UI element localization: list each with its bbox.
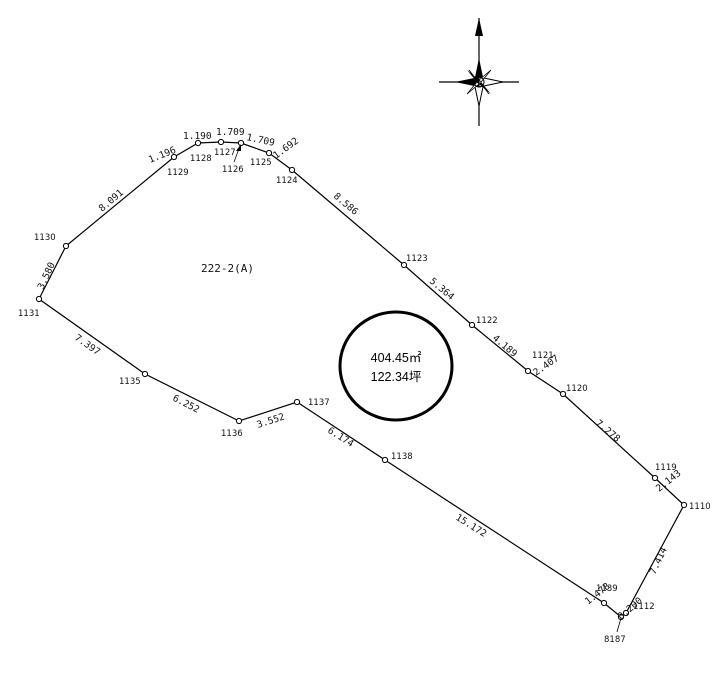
area-tsubo: 122.34坪 [371, 370, 422, 384]
point-8187-marker [617, 613, 625, 621]
point-label-1124: 1124 [276, 176, 298, 186]
point-1112-marker [622, 609, 630, 617]
point-1125-marker [265, 149, 273, 157]
length-1120-1119: 7.278 [593, 418, 622, 445]
length-1128-1127: 1.190 [183, 131, 212, 142]
point-label-1137: 1137 [308, 398, 330, 408]
point-label-1127: 1127 [214, 148, 236, 158]
length-1131-1130: 3.580 [36, 260, 58, 291]
point-1131-marker [35, 295, 43, 303]
point-label-1129: 1129 [167, 168, 189, 178]
point-label-1110: 1110 [689, 502, 711, 512]
point-label-1135: 1135 [119, 377, 141, 387]
length-1124-1123: 8.586 [331, 191, 360, 218]
point-1110-marker [680, 501, 688, 509]
point-label-1136: 1136 [221, 429, 243, 439]
point-label-1121: 1121 [532, 351, 554, 361]
point-label-1112: 1112 [633, 602, 655, 612]
point-1124-marker [288, 166, 296, 174]
parcel-id-label: 222-2(A) [201, 262, 254, 275]
point-1127-marker [217, 138, 225, 146]
area-circle [338, 310, 454, 422]
point-label-1126: 1126 [222, 165, 244, 175]
parcel-boundary [38, 141, 685, 618]
point-label-1139: 1139 [596, 584, 618, 594]
point-label-1130: 1130 [34, 233, 56, 243]
point-1120-marker [559, 390, 567, 398]
leader-1126-arrowhead [236, 144, 241, 151]
point-1119-marker [651, 474, 659, 482]
point-1139-marker [600, 599, 608, 607]
point-1138-marker [381, 456, 389, 464]
leader-8187 [616, 617, 622, 633]
point-1130-marker [62, 242, 70, 250]
point-1135-marker [141, 370, 149, 378]
point-1129-marker [170, 153, 178, 161]
point-1137-marker [293, 398, 301, 406]
point-label-1131: 1131 [18, 309, 40, 319]
north-arrow-compass-icon [439, 18, 519, 126]
point-label-8187: 8187 [604, 635, 626, 645]
point-1128-marker [194, 139, 202, 147]
length-1138-1137: 6.174 [325, 425, 355, 450]
point-1121-marker [524, 367, 532, 375]
boundary-points [35, 138, 688, 621]
length-1125-1124: 1.692 [271, 136, 301, 162]
area-sqm: 404.45㎡ [371, 351, 422, 365]
point-1122-marker [468, 321, 476, 329]
point-label-1123: 1123 [406, 254, 428, 264]
length-1122-1121: 4.189 [490, 333, 519, 360]
length-1127-1126: 1.709 [216, 127, 245, 138]
point-label-1125: 1125 [250, 158, 272, 168]
length-1136-1135: 6.252 [171, 393, 201, 416]
point-1136-marker [235, 417, 243, 425]
point-label-1119: 1119 [655, 463, 677, 473]
length-1129-1128: 1.196 [147, 145, 178, 166]
length-1110-1112: 7.414 [648, 545, 670, 576]
length-1135-1131: 7.397 [72, 332, 102, 357]
point-label-1128: 1128 [190, 154, 212, 164]
point-label-1122: 1122 [476, 316, 498, 326]
point-label-1138: 1138 [391, 452, 413, 462]
point-label-1120: 1120 [566, 384, 588, 394]
point-1123-marker [400, 261, 408, 269]
